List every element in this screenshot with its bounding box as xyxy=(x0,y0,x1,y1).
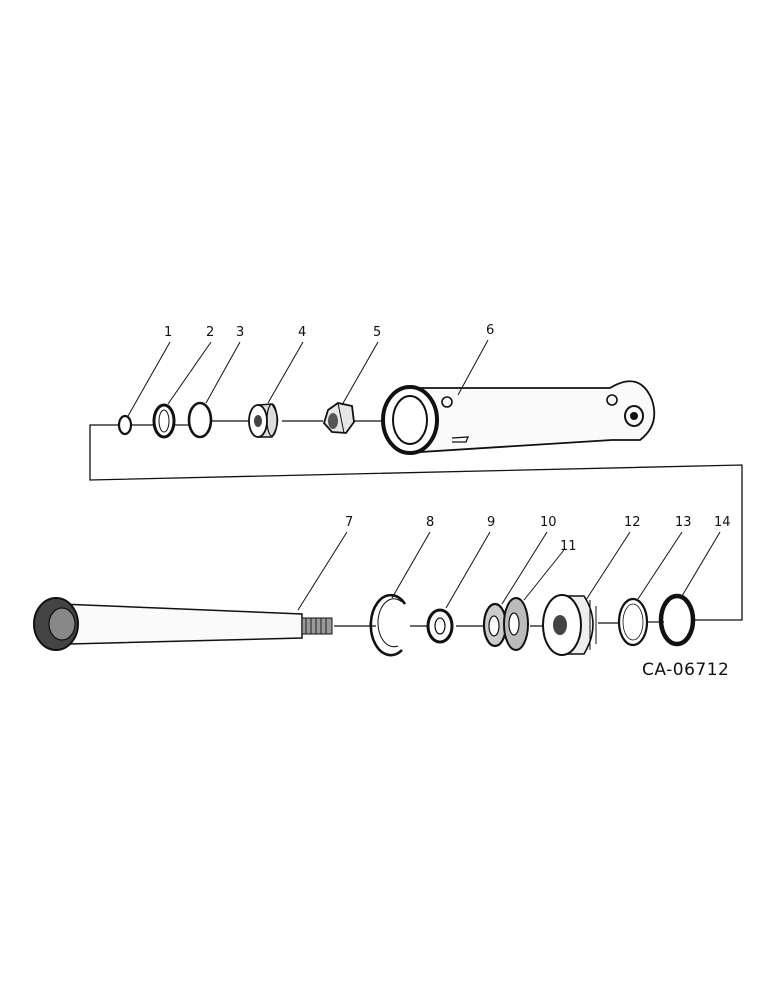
callout-13: 13 xyxy=(675,515,692,530)
part-6-cylinder-barrel xyxy=(381,380,656,455)
assembly-connector-line xyxy=(89,424,743,621)
figure-code: CA-06712 xyxy=(642,660,729,680)
callout-6: 6 xyxy=(486,323,494,338)
callout-4: 4 xyxy=(298,325,306,340)
callout-8: 8 xyxy=(426,515,434,530)
part-5-hex-nut xyxy=(322,402,355,434)
part-7-piston-rod xyxy=(33,597,333,651)
part-10-seal xyxy=(482,602,508,648)
callout-2: 2 xyxy=(206,325,214,340)
part-4-piston xyxy=(248,403,279,438)
part-14-o-ring xyxy=(658,593,696,647)
callout-labels: 1 2 3 4 5 6 7 8 9 10 11 12 13 14 xyxy=(164,323,731,554)
part-3-o-ring xyxy=(187,401,213,439)
callout-5: 5 xyxy=(373,325,381,340)
callout-11: 11 xyxy=(560,539,577,554)
callout-12: 12 xyxy=(624,515,641,530)
callout-10: 10 xyxy=(540,515,557,530)
part-12-gland xyxy=(542,594,597,656)
callout-3: 3 xyxy=(236,325,244,340)
callout-1: 1 xyxy=(164,325,172,340)
part-2-backup-ring xyxy=(152,403,176,439)
leader-lines xyxy=(127,339,721,611)
part-11-rod-seal xyxy=(503,597,529,651)
callout-14: 14 xyxy=(714,515,731,530)
part-8-snap-ring xyxy=(369,593,407,657)
callout-7: 7 xyxy=(345,515,353,530)
callout-9: 9 xyxy=(487,515,495,530)
part-9-wiper-seal xyxy=(426,608,454,644)
part-13-backup-ring xyxy=(617,597,649,647)
part-1-small-o-ring xyxy=(117,414,133,436)
